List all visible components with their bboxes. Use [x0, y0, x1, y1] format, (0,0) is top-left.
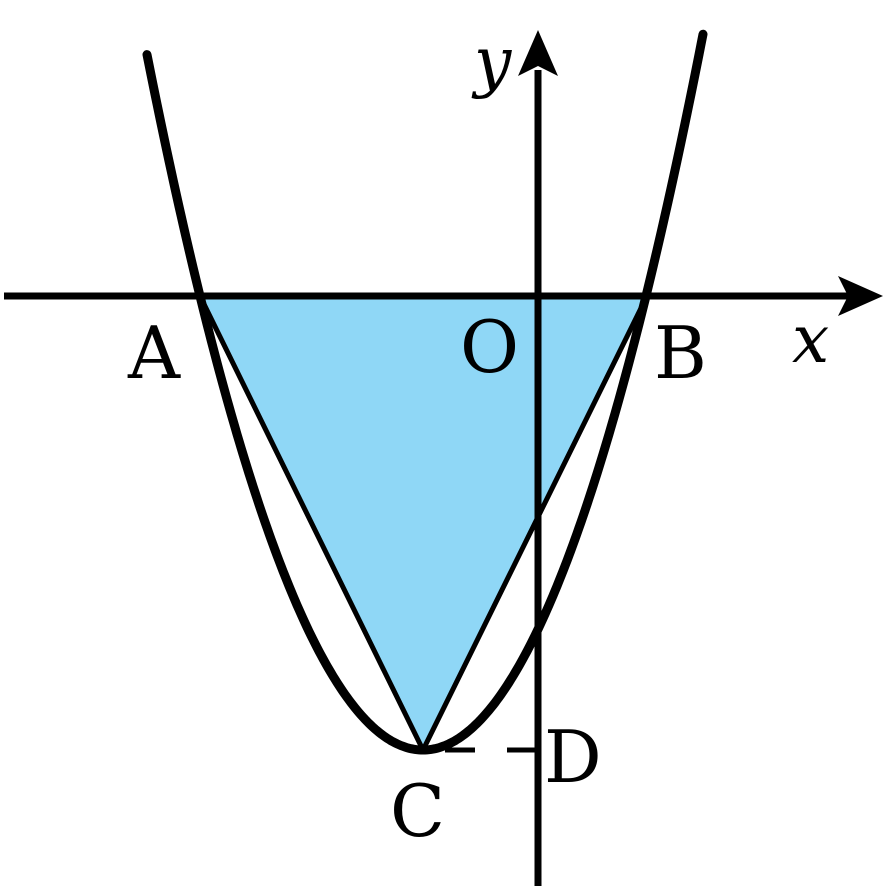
y-axis-arrow — [518, 30, 558, 76]
label-d: D — [544, 715, 602, 799]
axis-label-x: x — [792, 301, 829, 378]
x-axis-arrow — [838, 276, 883, 316]
label-c: C — [390, 769, 445, 853]
label-o: O — [460, 305, 519, 389]
label-a: A — [127, 311, 181, 395]
parabola-curve — [142, 29, 708, 755]
label-b: B — [654, 311, 707, 395]
axis-label-y: y — [471, 23, 512, 100]
